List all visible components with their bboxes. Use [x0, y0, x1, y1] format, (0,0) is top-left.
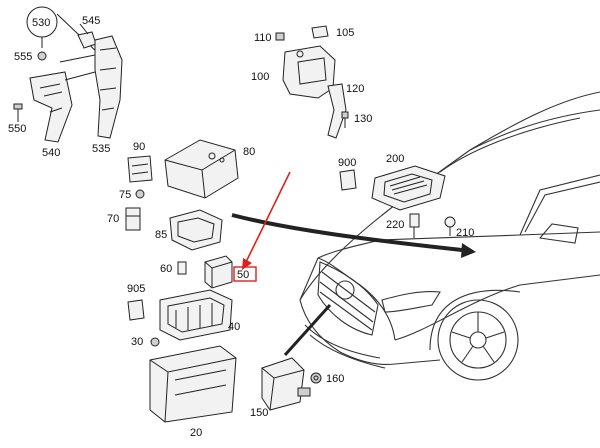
part-905: [127, 299, 145, 321]
label-160: 160: [326, 373, 344, 385]
part-60: [177, 261, 187, 275]
label-110: 110: [254, 32, 272, 44]
part-70: [125, 207, 141, 231]
part-50-relay: [204, 255, 233, 289]
part-80: [164, 139, 239, 199]
part-200: [371, 165, 446, 211]
label-530: 530: [32, 17, 50, 29]
car-outline: [299, 91, 600, 381]
label-555: 555: [14, 51, 32, 63]
label-85: 85: [155, 229, 167, 241]
part-75: [135, 189, 145, 199]
part-30: [150, 337, 160, 347]
label-210: 210: [456, 227, 474, 239]
highlight-arrow: [245, 171, 291, 263]
part-40: [159, 289, 233, 341]
part-540: [29, 71, 73, 143]
part-530: [59, 54, 96, 81]
part-105: [311, 25, 329, 39]
label-30: 30: [131, 336, 143, 348]
part-900: [339, 169, 357, 191]
part-20: [149, 345, 237, 423]
part-130: [341, 111, 349, 128]
label-200: 200: [386, 153, 404, 165]
label-80: 80: [243, 146, 255, 158]
label-120: 120: [346, 83, 364, 95]
label-60: 60: [160, 263, 172, 275]
part-110: [275, 32, 285, 41]
label-550: 550: [8, 123, 26, 135]
label-220: 220: [386, 219, 404, 231]
label-50: 50: [237, 269, 249, 281]
label-90: 90: [133, 141, 145, 153]
part-220: [409, 213, 420, 238]
part-160: [310, 372, 322, 384]
label-105: 105: [336, 27, 354, 39]
pointer-arrow: [231, 213, 463, 252]
pointer-line-150: [283, 303, 332, 357]
part-100: [282, 45, 336, 99]
label-75: 75: [119, 189, 131, 201]
part-85: [169, 209, 223, 251]
label-20: 20: [190, 427, 202, 439]
part-550: [13, 103, 23, 122]
part-555: [37, 51, 47, 61]
label-540: 540: [42, 147, 60, 159]
part-90: [127, 155, 153, 183]
label-900: 900: [338, 157, 356, 169]
label-40: 40: [228, 321, 240, 333]
label-545: 545: [82, 15, 100, 27]
part-150: [261, 357, 311, 411]
part-210: [444, 216, 456, 236]
label-905: 905: [127, 283, 145, 295]
label-535: 535: [92, 143, 110, 155]
label-100: 100: [251, 71, 269, 83]
label-150: 150: [250, 407, 268, 419]
label-130: 130: [354, 113, 372, 125]
highlight-box-50: [233, 266, 257, 282]
part-535: [94, 35, 123, 139]
part-545: [77, 31, 97, 49]
pointer-arrow-head: [461, 243, 476, 258]
part-120: [327, 83, 347, 139]
label-70: 70: [107, 213, 119, 225]
